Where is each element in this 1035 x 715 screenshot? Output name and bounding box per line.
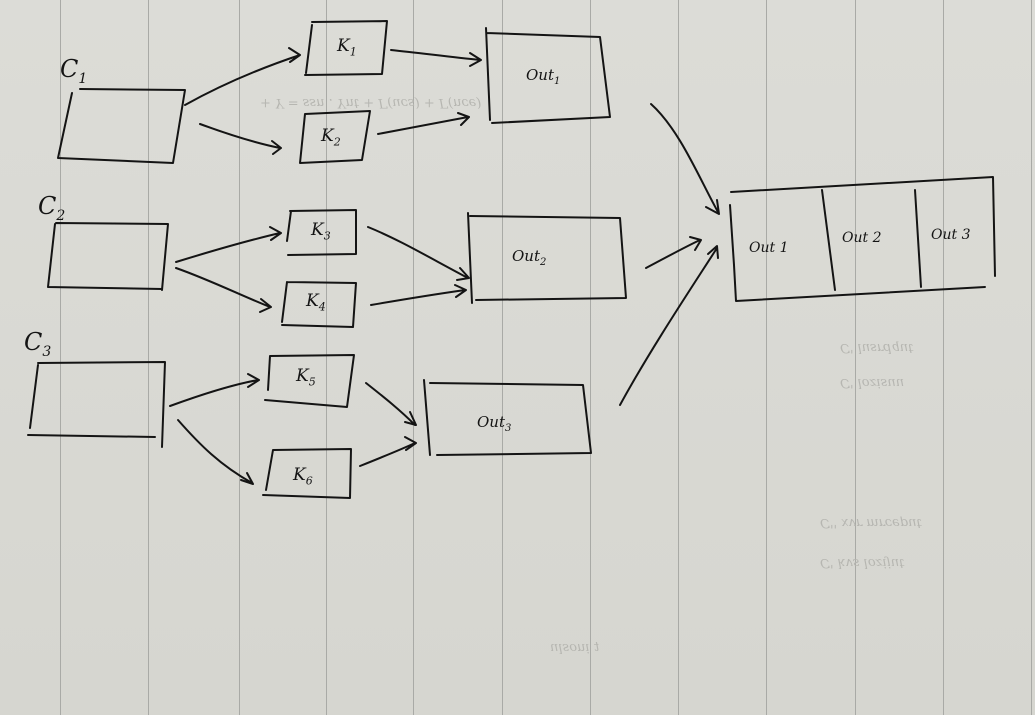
concat-divider-1 (821, 189, 836, 291)
kernel-box-k6 (262, 448, 352, 499)
ruling-line (766, 0, 767, 715)
out-box-2 (467, 212, 627, 304)
kernel-box-k4 (281, 281, 357, 328)
ruling-line (239, 0, 240, 715)
kernel-label-k3: K3 (311, 220, 331, 243)
out-label-3: Out3 (477, 413, 512, 434)
kernel-box-k2 (299, 110, 371, 164)
out-label-1: Out1 (526, 66, 561, 87)
kernel-label-k1: K1 (337, 36, 357, 59)
ruling-line (413, 0, 414, 715)
kernel-label-k2: K2 (321, 126, 341, 149)
ruling-line (60, 0, 61, 715)
ruling-line (855, 0, 856, 715)
out-label-2: Out2 (512, 247, 547, 268)
concat-output-box (729, 176, 996, 302)
ruling-line (502, 0, 503, 715)
kernel-label-k6: K6 (293, 465, 313, 488)
concat-cell-out2: Out 2 (842, 230, 882, 246)
out-box-3 (423, 379, 592, 456)
concat-cell-out1: Out 1 (749, 240, 789, 256)
ruling-line (678, 0, 679, 715)
input-label-c3: C3 (24, 328, 52, 360)
input-label-c1: C1 (60, 55, 88, 87)
input-box-c2 (47, 222, 169, 291)
input-box-c1 (57, 88, 186, 164)
concat-cell-out3: Out 3 (931, 227, 971, 243)
ruling-line (148, 0, 149, 715)
concat-divider-2 (914, 189, 922, 288)
ruling-line (943, 0, 944, 715)
input-box-c3 (27, 361, 166, 448)
ruling-line (590, 0, 591, 715)
kernel-box-k3 (286, 209, 357, 256)
out-box-1 (485, 27, 611, 124)
kernel-box-k1 (304, 20, 388, 76)
ruling-line (326, 0, 327, 715)
input-label-c2: C2 (38, 192, 66, 224)
kernel-label-k4: K4 (306, 291, 326, 314)
kernel-label-k5: K5 (296, 366, 316, 389)
kernel-box-k5 (264, 354, 355, 408)
ruling-line (1031, 0, 1032, 715)
